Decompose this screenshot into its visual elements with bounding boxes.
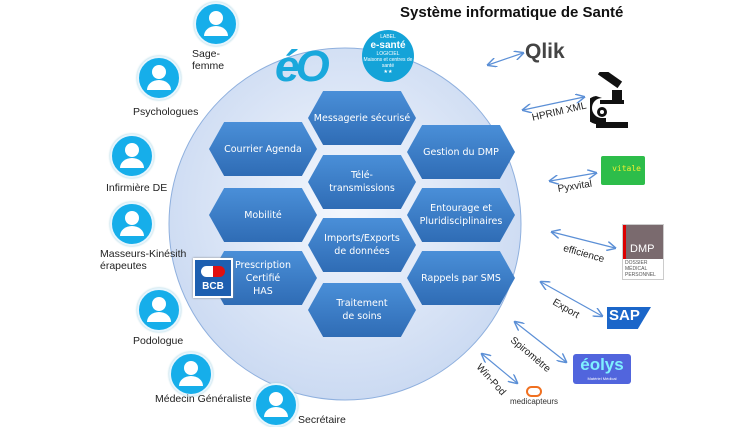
module-traitement-soins: Traitement de soins (308, 283, 416, 337)
user-silhouette-icon (120, 143, 144, 168)
medicapteurs-logo: medicapteurs (504, 386, 564, 406)
vitale-card-logo: vitale (601, 156, 645, 185)
module-gestion-dmp: Gestion du DMP (407, 125, 515, 179)
eolys-sub: Matériel Médical (587, 376, 617, 381)
label-sage-femme: Sage-femme (192, 48, 232, 72)
esante-main: e-santé (370, 40, 406, 51)
label-masseurs: Masseurs-Kinésithérapeutes (100, 248, 187, 272)
medicapteurs-icon (526, 386, 542, 397)
person-icon (254, 383, 298, 427)
person-icon (194, 2, 238, 46)
arrow-pyxvital (550, 173, 596, 181)
module-mobilite: Mobilité (209, 188, 317, 242)
label-medecin: Médecin Généraliste (155, 393, 252, 405)
module-imports-exports: Imports/Exports de données (308, 218, 416, 272)
arrow-spirometre (515, 322, 566, 362)
user-silhouette-icon (120, 211, 144, 236)
person-icon (110, 202, 154, 246)
pill-icon (201, 266, 225, 277)
person-icon (169, 352, 213, 396)
bcb-logo: BCB (193, 258, 233, 298)
bcb-text: BCB (202, 281, 224, 292)
eolys-text: éolys (580, 355, 624, 374)
dmp-logo: DMP DOSSIER MÉDICAL PERSONNEL (622, 224, 664, 280)
arrow-hprim (523, 97, 584, 110)
microscope-icon (583, 67, 632, 130)
label-podologue: Podologue (133, 335, 184, 347)
label-text: Sage-femme (192, 48, 225, 72)
esante-stars: ★★ (383, 69, 393, 75)
module-teletransmissions: Télé-transmissions (308, 155, 416, 209)
arrow-efficience (552, 232, 615, 248)
qlik-text: Qlik (525, 40, 565, 63)
user-silhouette-icon (147, 297, 171, 322)
diagram-title: Système informatique de Santé (400, 4, 624, 21)
esante-label-logo: LABEL e-santé LOGICIEL Maisons et centre… (362, 30, 414, 82)
esante-top: LABEL (380, 34, 396, 40)
module-entourage: Entourage et Pluridisciplinaires (407, 188, 515, 242)
person-icon (137, 288, 181, 332)
dmp-sub: DOSSIER MÉDICAL PERSONNEL (625, 260, 656, 278)
esante-desc: Maisons et centres de santé (363, 57, 413, 69)
module-messagerie: Messagerie sécurisé (308, 91, 416, 145)
arrow-winpod (482, 354, 517, 383)
eo-logo: éO (275, 42, 330, 91)
arrow-export (541, 282, 602, 316)
qlik-logo: Qlik (525, 40, 565, 64)
label-secretaire: Secrétaire (298, 414, 346, 426)
module-rappels-sms: Rappels par SMS (407, 251, 515, 305)
eolys-logo: éolys Matériel Médical (573, 354, 631, 384)
dmp-text: DMP (623, 225, 663, 259)
person-icon (110, 134, 154, 178)
medicapteurs-text: medicapteurs (509, 397, 559, 406)
arrow-qlik (488, 53, 523, 65)
user-silhouette-icon (147, 65, 171, 90)
module-courrier-agenda: Courrier Agenda (209, 122, 317, 176)
label-infirmiere: Infirmière DE (106, 182, 168, 194)
user-silhouette-icon (179, 361, 203, 386)
person-icon (137, 56, 181, 100)
user-silhouette-icon (204, 11, 228, 36)
label-psychologues: Psychologues (133, 106, 199, 118)
sap-logo: SAP (607, 307, 651, 329)
user-silhouette-icon (264, 392, 288, 417)
esante-sub: LOGICIEL (376, 51, 400, 57)
